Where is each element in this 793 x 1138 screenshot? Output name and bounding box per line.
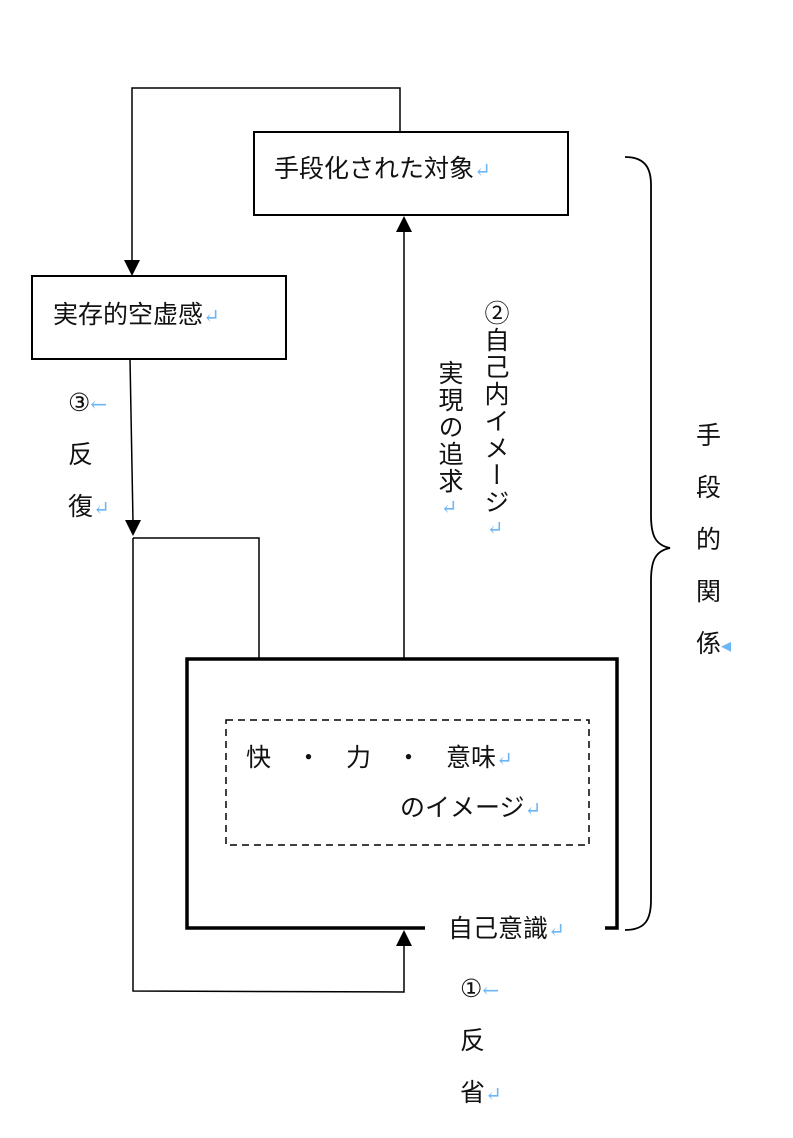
return-mark-icon: ↵ — [474, 158, 491, 182]
image-dashed-box — [225, 719, 590, 846]
step3-repetition-label: ③← 反 復↵ — [68, 388, 110, 521]
return-mark-icon: ↵ — [203, 304, 220, 328]
connector-to-self-box — [133, 537, 260, 658]
arrow-line-repetition — [129, 358, 134, 523]
target-node-label: 手段化された対象↵ — [274, 154, 491, 183]
self-consciousness-node-label: 自己意識↵ — [448, 914, 565, 943]
step1-reflection-label: ①← 反 省↵ — [460, 974, 502, 1107]
arrowhead-into-emptiness — [124, 260, 140, 276]
arrow-mark-icon: ← — [482, 978, 500, 1002]
step2-label-line1: ②自己内イメージ↵ — [481, 300, 510, 542]
return-mark-icon: ↵ — [485, 1082, 502, 1106]
image-label-line2: のイメージ↵ — [400, 793, 542, 822]
right-curly-brace — [624, 156, 671, 931]
return-mark-icon: ↵ — [437, 495, 461, 521]
emptiness-box — [31, 275, 287, 360]
arrowhead-repetition — [125, 520, 141, 536]
arrowhead-into-target — [396, 216, 412, 232]
image-label-line1: 快 ・ 力 ・ 意味↵ — [246, 743, 513, 772]
return-mark-icon: ↵ — [496, 747, 513, 771]
arrow-mark-icon: ◂ — [721, 633, 732, 657]
return-mark-icon: ↵ — [483, 516, 507, 542]
step2-label-line2: 実現の追求↵ — [435, 360, 464, 521]
instrumental-relation-label: 手 段 的 関 係◂ — [696, 421, 732, 658]
target-box — [253, 131, 569, 216]
emptiness-node-label: 実存的空虚感↵ — [53, 300, 220, 329]
arrow-mark-icon: ← — [90, 392, 108, 416]
loop-line-target-to-emptiness — [131, 87, 401, 272]
self-box-frame — [185, 657, 619, 930]
return-mark-icon: ↵ — [93, 496, 110, 520]
return-mark-icon: ↵ — [524, 797, 542, 821]
return-mark-icon: ↵ — [548, 918, 565, 942]
arrowhead-reflection — [396, 930, 412, 946]
reflection-loop-line — [132, 538, 405, 993]
